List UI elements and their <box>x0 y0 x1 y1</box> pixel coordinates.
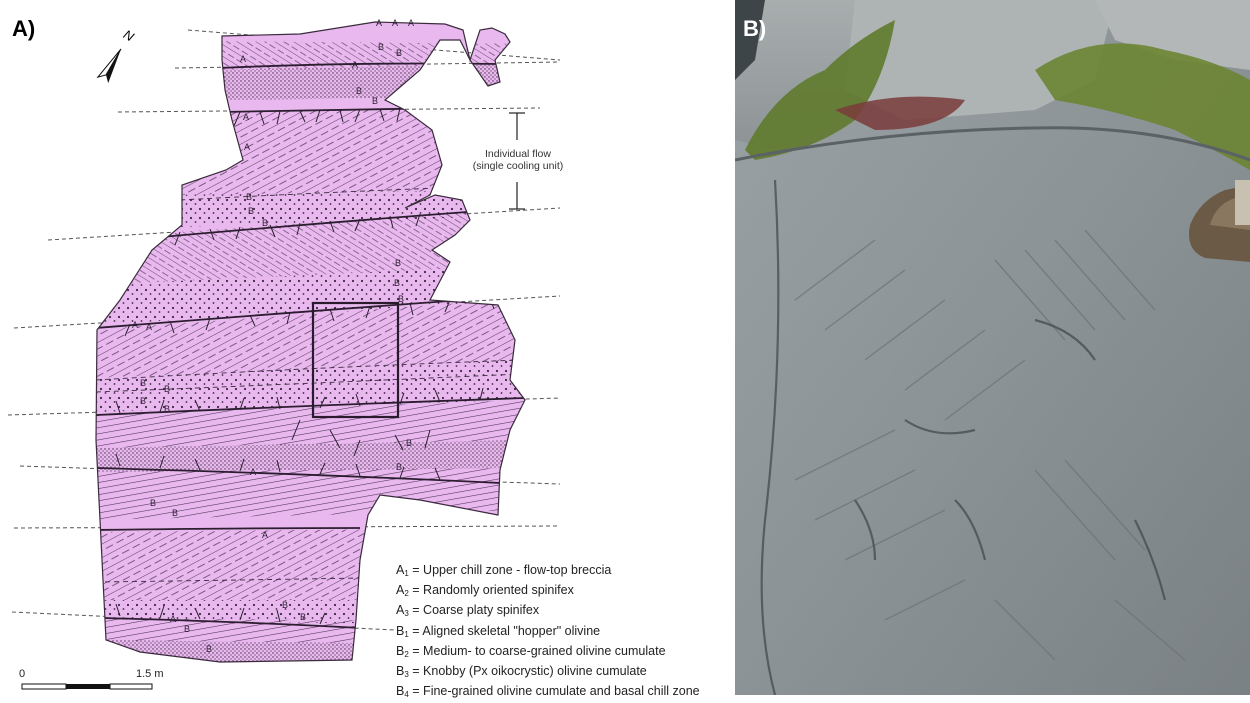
zone-label: A <box>240 54 246 64</box>
zone-label: B <box>406 438 412 448</box>
zone-label: B <box>396 48 402 58</box>
zone-label: B <box>172 508 178 518</box>
zone-label: B <box>164 384 170 394</box>
flow-annotation-line1: Individual flow <box>466 148 570 160</box>
zone-label: A <box>146 322 152 332</box>
scale-bar <box>22 684 152 689</box>
legend-item: B3 = Knobby (Px oikocrystic) olivine cum… <box>396 663 700 683</box>
zone-label: A <box>244 142 250 152</box>
zone-label: A <box>408 18 414 28</box>
zone-label: B <box>378 42 384 52</box>
zone-label: B <box>282 600 288 610</box>
legend-item: A2 = Randomly oriented spinifex <box>396 582 700 602</box>
legend: A1 = Upper chill zone - flow-top breccia… <box>396 562 700 703</box>
scale-start-label: 0 <box>19 668 25 680</box>
zone-label: B <box>164 404 170 414</box>
zone-label: B <box>246 192 252 202</box>
zone-label: B <box>398 294 404 304</box>
flow-annotation: Individual flow (single cooling unit) <box>466 148 570 172</box>
zone-label: A <box>262 530 268 540</box>
panel-b-label: B) <box>743 16 766 42</box>
zone-label: A <box>250 467 256 477</box>
zone-label: B <box>206 644 212 654</box>
outcrop-photo-svg <box>735 0 1250 695</box>
legend-item: A3 = Coarse platy spinifex <box>396 602 700 622</box>
zone-label: B <box>372 96 378 106</box>
zone-label: B <box>140 378 146 388</box>
scale-end-label: 1.5 m <box>136 668 164 680</box>
zone-label: B <box>394 278 400 288</box>
zone-label: B <box>262 218 268 228</box>
zone-label: A <box>392 18 398 28</box>
zone-label: B <box>248 206 254 216</box>
legend-item: B4 = Fine-grained olivine cumulate and b… <box>396 683 700 703</box>
zone-label: B <box>356 86 362 96</box>
zone-label: B <box>150 498 156 508</box>
zone-label: A <box>132 320 138 330</box>
zone-label: B <box>395 258 401 268</box>
legend-item: B2 = Medium- to coarse-grained olivine c… <box>396 643 700 663</box>
flow-annotation-line2: (single cooling unit) <box>466 160 570 172</box>
zone-label: A <box>170 614 176 624</box>
zone-label: B <box>184 624 190 634</box>
legend-item: A1 = Upper chill zone - flow-top breccia <box>396 562 700 582</box>
zone-label: B <box>300 612 306 622</box>
zone-label: A <box>352 60 358 70</box>
legend-item: B1 = Aligned skeletal "hopper" olivine <box>396 623 700 643</box>
zone-label: A <box>243 112 249 122</box>
zone-label: B <box>396 462 402 472</box>
panel-a-label: A) <box>12 16 35 42</box>
north-arrow-icon <box>98 46 126 83</box>
zone-label: B <box>140 396 146 406</box>
panel-b-photo: B) <box>735 0 1250 695</box>
zone-label: A <box>376 18 382 28</box>
